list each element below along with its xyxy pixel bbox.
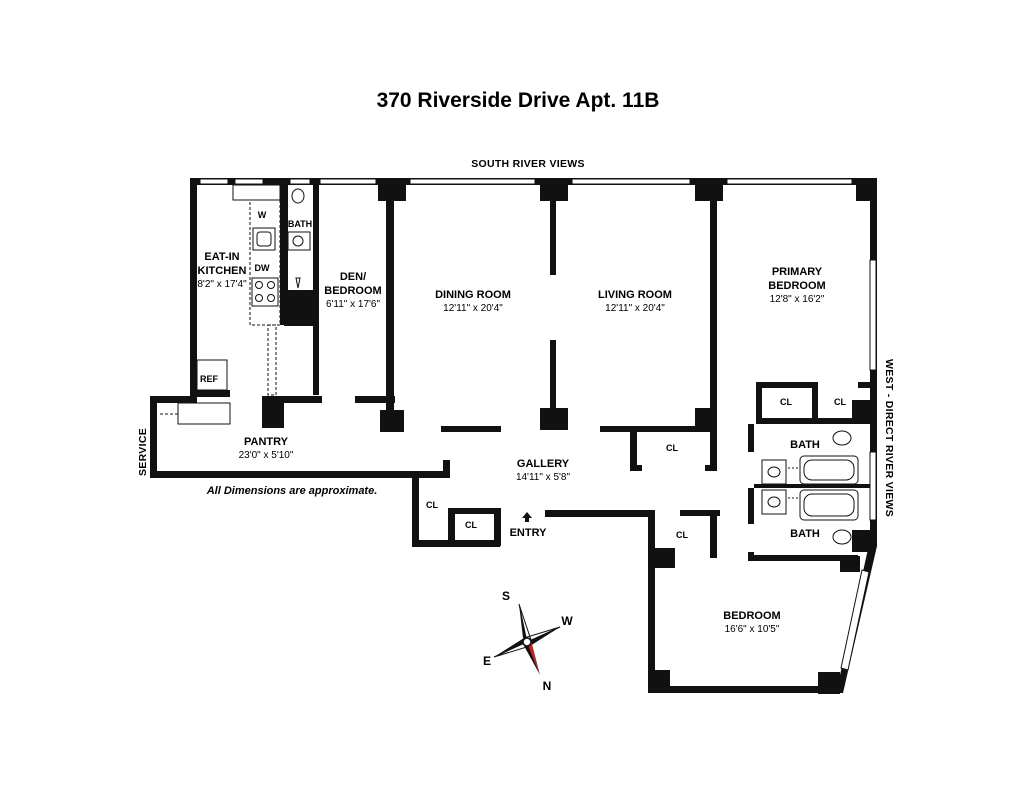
living-room-name: LIVING ROOM bbox=[598, 289, 672, 301]
kitchen-name-1: EAT-IN bbox=[204, 251, 239, 263]
closet-label-primary-2: CL bbox=[834, 397, 846, 407]
closet-label-entry-2: CL bbox=[465, 520, 477, 530]
pantry-dim: 23'0" x 5'10" bbox=[239, 450, 294, 461]
compass-icon: S W E N bbox=[483, 589, 573, 693]
dimensions-note: All Dimensions are approximate. bbox=[206, 485, 378, 497]
toilet-small-bath bbox=[291, 188, 305, 204]
entry-arrow-icon bbox=[522, 512, 532, 522]
service-label: SERVICE bbox=[137, 428, 149, 476]
compass-e: E bbox=[483, 654, 491, 668]
closet-label-primary-1: CL bbox=[780, 397, 792, 407]
lower-bath-label: BATH bbox=[790, 528, 820, 540]
kitchen-sink bbox=[252, 227, 276, 251]
dining-room-dim: 12'11" x 20'4" bbox=[443, 303, 503, 314]
den-name-2: BEDROOM bbox=[324, 285, 381, 297]
west-view-label: WEST - DIRECT RIVER VIEWS bbox=[883, 359, 895, 517]
refrigerator bbox=[196, 359, 228, 391]
compass-n: N bbox=[543, 679, 552, 693]
plan-title: 370 Riverside Drive Apt. 11B bbox=[377, 89, 660, 112]
primary-bedroom-dim: 12'8" x 16'2" bbox=[770, 294, 825, 305]
dining-room-name: DINING ROOM bbox=[435, 289, 511, 301]
closet-label-gallery: CL bbox=[666, 443, 678, 453]
living-room-dim: 12'11" x 20'4" bbox=[605, 303, 665, 314]
bedroom-name: BEDROOM bbox=[723, 610, 780, 622]
bedroom-dim: 16'6" x 10'5" bbox=[725, 624, 780, 635]
upper-bath-label: BATH bbox=[790, 439, 820, 451]
den-dim: 6'11" x 17'6" bbox=[326, 299, 381, 310]
stove bbox=[251, 277, 279, 307]
primary-bedroom-name-2: BEDROOM bbox=[768, 280, 825, 292]
pantry-name: PANTRY bbox=[244, 436, 289, 448]
south-view-label: SOUTH RIVER VIEWS bbox=[471, 158, 585, 170]
bathtub-lower bbox=[799, 489, 859, 521]
windows bbox=[199, 178, 877, 671]
closet-label-entry-1: CL bbox=[426, 500, 438, 510]
compass-w: W bbox=[561, 614, 573, 628]
washer-label: W bbox=[258, 210, 267, 220]
refrigerator-label: REF bbox=[200, 374, 219, 384]
dishwasher-label: DW bbox=[255, 263, 270, 273]
compass-s: S bbox=[502, 589, 510, 603]
room-labels: EAT-IN KITCHEN 8'2" x 17'4" DEN/ BEDROOM… bbox=[197, 251, 825, 635]
bathtub-upper bbox=[799, 455, 859, 485]
kitchen-dim: 8'2" x 17'4" bbox=[197, 279, 247, 290]
closet-label-bedroom: CL bbox=[676, 530, 688, 540]
kitchen-name-2: KITCHEN bbox=[198, 265, 247, 277]
small-labels: W DW REF BATH BATH BATH CL CL CL CL CL C… bbox=[200, 210, 846, 540]
fixtures bbox=[160, 184, 859, 545]
gallery-dim: 14'11" x 5'8" bbox=[516, 472, 571, 483]
small-bath-label: BATH bbox=[288, 219, 312, 229]
den-name-1: DEN/ bbox=[340, 271, 366, 283]
primary-bedroom-name-1: PRIMARY bbox=[772, 266, 823, 278]
gallery-name: GALLERY bbox=[517, 458, 570, 470]
entry-label: ENTRY bbox=[510, 527, 548, 539]
